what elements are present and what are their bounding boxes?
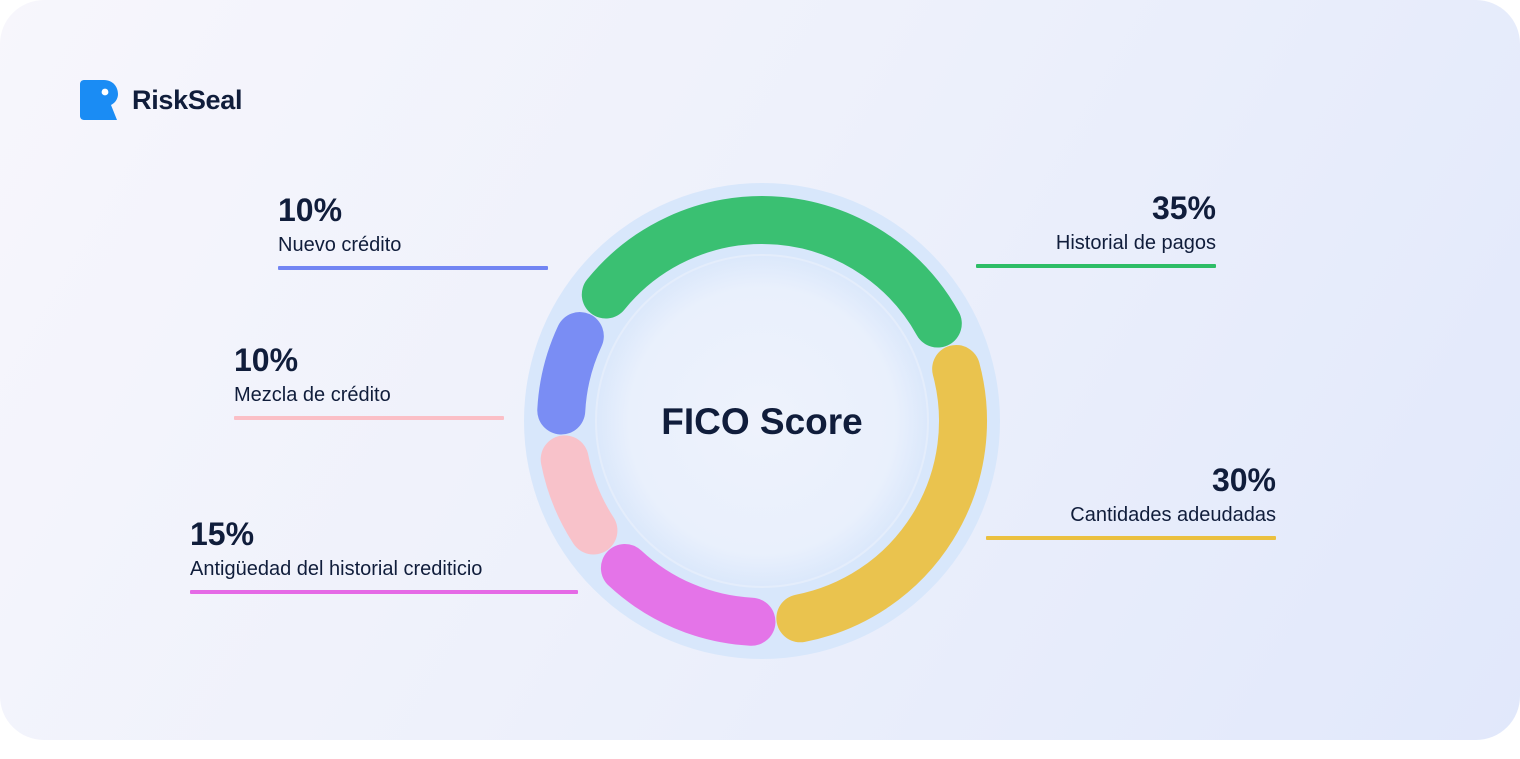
brand-logo: RiskSeal xyxy=(80,80,242,120)
label-nuevo-credito: 10% Nuevo crédito xyxy=(278,190,548,270)
label-antiguedad-del-historial: 15% Antigüedad del historial crediticio xyxy=(190,514,578,594)
value-label: 10% xyxy=(278,192,343,228)
value-label: 30% xyxy=(1211,462,1276,498)
slice-name: Antigüedad del historial crediticio xyxy=(190,558,483,580)
value-label: 10% xyxy=(234,342,299,378)
leader-line xyxy=(190,590,578,594)
donut-slice-1 xyxy=(776,344,987,643)
slice-name: Mezcla de crédito xyxy=(234,384,391,406)
infographic-card: RiskSeal FICO Score 35% Historial de pag… xyxy=(0,0,1520,740)
donut-slice-0 xyxy=(581,196,962,348)
leader-line xyxy=(976,264,1216,268)
donut-inner-disc xyxy=(595,254,929,588)
donut-center-label: FICO Score xyxy=(661,401,863,442)
leader-line xyxy=(278,266,548,270)
leader-line xyxy=(234,416,504,420)
donut-slice-2 xyxy=(600,544,776,646)
slice-name: Historial de pagos xyxy=(1055,232,1216,254)
label-cantidades-adeudadas: 30% Cantidades adeudadas xyxy=(986,460,1276,540)
label-historial-de-pagos: 35% Historial de pagos xyxy=(976,188,1216,268)
label-mezcla-de-credito: 10% Mezcla de crédito xyxy=(234,340,504,420)
slice-name: Nuevo crédito xyxy=(278,234,402,256)
slice-name: Cantidades adeudadas xyxy=(1070,504,1276,526)
fico-donut-chart: FICO Score xyxy=(524,183,1000,659)
donut-slice-4 xyxy=(537,312,604,435)
donut-slice-3 xyxy=(540,435,618,555)
value-label: 35% xyxy=(1151,190,1216,226)
value-label: 15% xyxy=(190,516,255,552)
riskseal-logo-icon xyxy=(80,80,118,120)
leader-line xyxy=(986,536,1276,540)
donut-slices xyxy=(537,196,987,646)
brand-name: RiskSeal xyxy=(132,84,243,115)
